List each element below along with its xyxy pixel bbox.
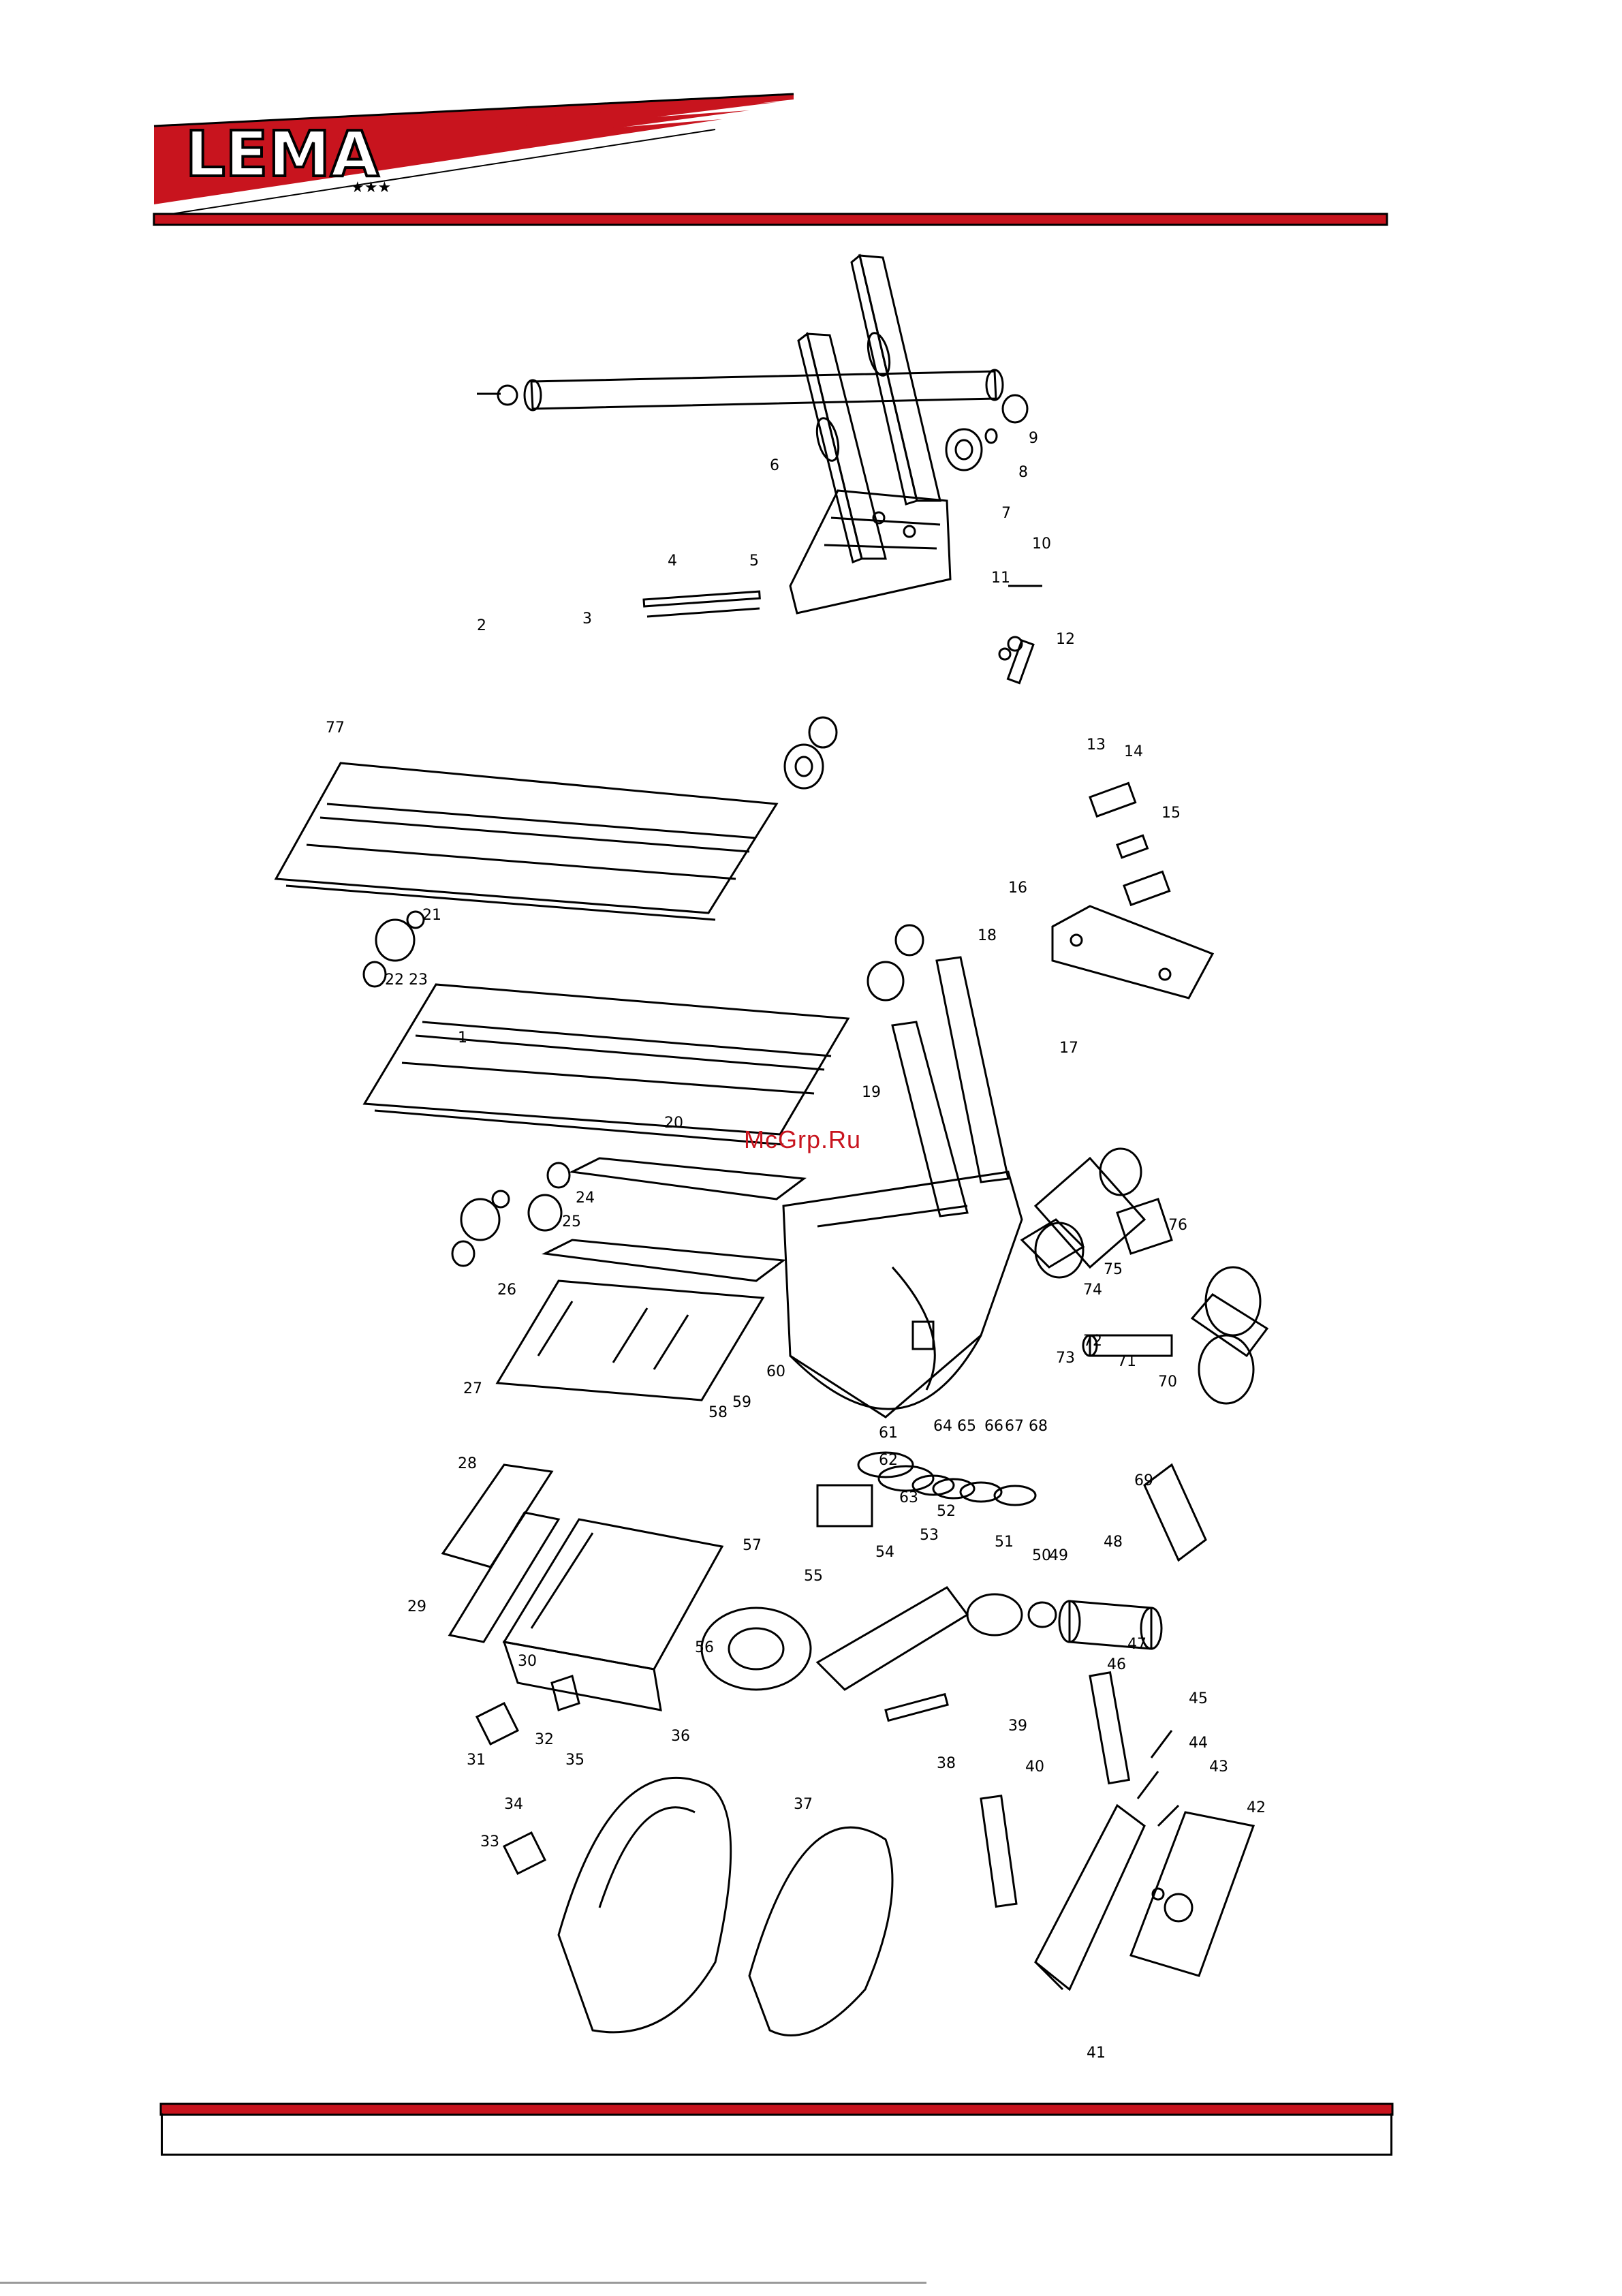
callout-4: 4 bbox=[668, 553, 677, 570]
callout-57: 57 bbox=[743, 1537, 762, 1554]
callout-8: 8 bbox=[1018, 464, 1028, 481]
callout-14: 14 bbox=[1124, 743, 1143, 760]
callout-25: 25 bbox=[562, 1213, 581, 1230]
callout-31: 31 bbox=[467, 1752, 486, 1769]
callout-30: 30 bbox=[518, 1653, 537, 1670]
callout-55: 55 bbox=[804, 1568, 823, 1585]
callout-18: 18 bbox=[978, 927, 997, 944]
callout-46: 46 bbox=[1107, 1656, 1126, 1673]
callout-53: 53 bbox=[920, 1527, 939, 1544]
callout-63: 63 bbox=[899, 1489, 918, 1506]
callout-10: 10 bbox=[1032, 536, 1051, 553]
callout-61: 61 bbox=[879, 1425, 898, 1442]
callout-33: 33 bbox=[480, 1833, 499, 1850]
callout-69: 69 bbox=[1134, 1472, 1153, 1489]
brand-stars: ★★★ bbox=[351, 179, 391, 196]
callout-23: 23 bbox=[409, 972, 428, 989]
callout-40: 40 bbox=[1025, 1758, 1044, 1775]
callout-75: 75 bbox=[1104, 1261, 1123, 1278]
callout-64: 64 bbox=[933, 1418, 952, 1435]
callout-35: 35 bbox=[565, 1752, 584, 1769]
fork-assembly bbox=[477, 255, 1042, 683]
callout-12: 12 bbox=[1056, 631, 1075, 648]
callout-20: 20 bbox=[664, 1115, 683, 1132]
callout-71: 71 bbox=[1117, 1353, 1136, 1370]
callout-26: 26 bbox=[497, 1282, 516, 1299]
callout-15: 15 bbox=[1161, 805, 1181, 822]
callout-11: 11 bbox=[991, 570, 1010, 587]
callout-22: 22 bbox=[385, 972, 404, 989]
callout-9: 9 bbox=[1029, 430, 1038, 447]
callout-38: 38 bbox=[937, 1755, 956, 1772]
bottom-rule bbox=[0, 2282, 926, 2284]
callout-42: 42 bbox=[1247, 1799, 1266, 1816]
callout-60: 60 bbox=[766, 1363, 785, 1380]
callout-27: 27 bbox=[463, 1380, 482, 1397]
callout-52: 52 bbox=[937, 1503, 956, 1520]
callout-66: 66 bbox=[984, 1418, 1003, 1435]
callout-5: 5 bbox=[749, 553, 759, 570]
callout-6: 6 bbox=[770, 457, 779, 474]
watermark-text: McGrp.Ru bbox=[744, 1126, 907, 1160]
callout-28: 28 bbox=[458, 1455, 477, 1472]
part-callouts: 1 2 3 4 5 6 7 8 9 10 11 12 13 14 15 16 1… bbox=[326, 430, 1266, 2062]
callout-37: 37 bbox=[794, 1796, 813, 1813]
callout-59: 59 bbox=[732, 1394, 751, 1411]
callout-47: 47 bbox=[1127, 1636, 1147, 1653]
callout-41: 41 bbox=[1087, 2045, 1106, 2062]
brand-name: LEMA bbox=[185, 118, 379, 191]
callout-19: 19 bbox=[862, 1084, 881, 1101]
header-rule bbox=[154, 214, 1387, 225]
callout-49: 49 bbox=[1049, 1547, 1068, 1564]
chassis-assembly bbox=[497, 783, 1267, 1560]
callout-36: 36 bbox=[671, 1728, 690, 1745]
callout-58: 58 bbox=[708, 1404, 728, 1421]
callout-29: 29 bbox=[407, 1598, 426, 1615]
callout-73: 73 bbox=[1056, 1350, 1075, 1367]
callout-65: 65 bbox=[957, 1418, 976, 1435]
brand-logo: LEMA ★★★ bbox=[154, 94, 794, 217]
callout-51: 51 bbox=[995, 1534, 1014, 1551]
callout-44: 44 bbox=[1189, 1735, 1208, 1752]
callout-56: 56 bbox=[695, 1639, 714, 1656]
footer-box bbox=[161, 2113, 1392, 2156]
callout-77: 77 bbox=[326, 719, 345, 736]
callout-24: 24 bbox=[576, 1190, 595, 1207]
callout-72: 72 bbox=[1083, 1333, 1102, 1350]
callout-43: 43 bbox=[1209, 1758, 1228, 1775]
control-and-wheel-assembly bbox=[443, 1453, 1253, 2036]
callout-54: 54 bbox=[875, 1544, 894, 1561]
mast-frames bbox=[276, 717, 923, 1266]
callout-68: 68 bbox=[1029, 1418, 1048, 1435]
callout-45: 45 bbox=[1189, 1690, 1208, 1707]
callout-3: 3 bbox=[582, 610, 592, 627]
callout-74: 74 bbox=[1083, 1282, 1102, 1299]
callout-76: 76 bbox=[1168, 1217, 1187, 1234]
callout-2: 2 bbox=[477, 617, 486, 634]
callout-62: 62 bbox=[879, 1452, 898, 1469]
callout-50: 50 bbox=[1032, 1547, 1051, 1564]
callout-32: 32 bbox=[535, 1731, 554, 1748]
callout-21: 21 bbox=[422, 907, 441, 924]
callout-13: 13 bbox=[1087, 736, 1106, 754]
callout-17: 17 bbox=[1059, 1040, 1078, 1057]
callout-1: 1 bbox=[458, 1029, 467, 1046]
callout-67: 67 bbox=[1005, 1418, 1024, 1435]
callout-16: 16 bbox=[1008, 880, 1027, 897]
callout-48: 48 bbox=[1104, 1534, 1123, 1551]
callout-39: 39 bbox=[1008, 1718, 1027, 1735]
callout-7: 7 bbox=[1001, 505, 1011, 522]
callout-34: 34 bbox=[504, 1796, 523, 1813]
callout-70: 70 bbox=[1158, 1374, 1177, 1391]
